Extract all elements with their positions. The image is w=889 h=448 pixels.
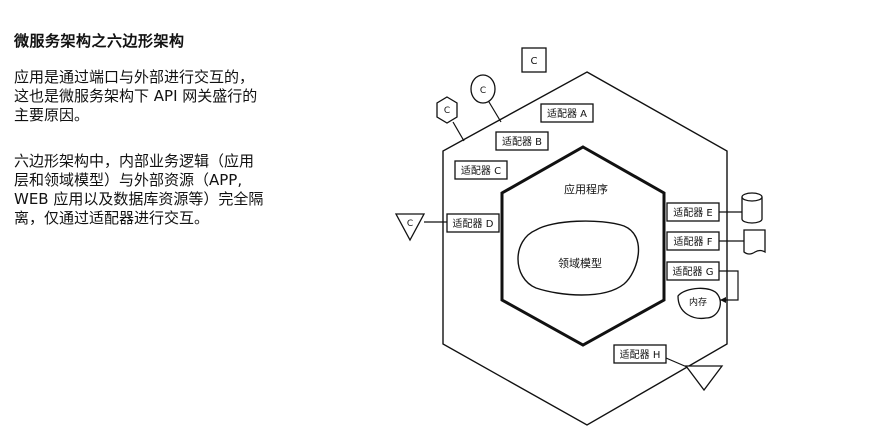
outer-hexagon <box>442 71 728 426</box>
svg-text:适配器 H: 适配器 H <box>620 349 661 361</box>
output-triangle <box>665 357 724 392</box>
detail-line-3: WEB 应用以及数据库资源等）完全隔 <box>14 190 264 208</box>
intro-line-2: 这也是微服务架构下 API 网关盛行的 <box>14 87 258 105</box>
domain-model-blob <box>517 220 640 296</box>
adapter-h: 适配器 H <box>613 344 667 364</box>
adapter-b: 适配器 B <box>495 131 549 151</box>
adapter-d: 适配器 D <box>446 213 500 233</box>
svg-text:适配器 C: 适配器 C <box>461 165 501 177</box>
svg-text:适配器 E: 适配器 E <box>673 207 713 219</box>
svg-text:C: C <box>407 219 413 229</box>
adapter-f: 适配器 F <box>666 231 720 251</box>
intro-paragraph: 应用是通过端口与外部进行交互的， 这也是微服务架构下 API 网关盛行的 主要原… <box>14 68 299 125</box>
adapter-c: 适配器 C <box>454 160 508 180</box>
svg-text:C: C <box>531 56 538 67</box>
detail-line-2: 层和领域模型）与外部资源（APP, <box>14 171 243 189</box>
adapter-a: 适配器 A <box>540 103 594 123</box>
intro-line-1: 应用是通过端口与外部进行交互的， <box>14 68 255 86</box>
svg-text:C: C <box>480 86 486 96</box>
memory-label: 内存 <box>689 296 707 308</box>
svg-text:C: C <box>444 106 450 116</box>
inner-hexagon <box>500 145 666 347</box>
intro-line-3: 主要原因。 <box>14 106 90 124</box>
svg-text:适配器 G: 适配器 G <box>673 266 714 278</box>
svg-text:适配器 A: 适配器 A <box>547 108 587 120</box>
memory-store: 内存 <box>677 270 739 320</box>
client-circle: C <box>470 74 502 123</box>
svg-text:适配器 B: 适配器 B <box>502 136 542 148</box>
domain-model-label: 领域模型 <box>558 256 602 270</box>
adapter-e: 适配器 E <box>666 202 720 222</box>
detail-line-1: 六边形架构中，内部业务逻辑（应用 <box>14 152 255 170</box>
page-title: 微服务架构之六边形架构 <box>14 32 185 50</box>
client-triangle: C <box>394 213 447 242</box>
svg-text:适配器 F: 适配器 F <box>674 236 713 248</box>
detail-paragraph: 六边形架构中，内部业务逻辑（应用 层和领域模型）与外部资源（APP, WEB 应… <box>14 152 299 228</box>
application-label: 应用程序 <box>564 182 608 196</box>
client-square: C <box>521 47 547 73</box>
detail-line-4: 离，仅通过适配器进行交互。 <box>14 209 210 227</box>
adapter-g: 适配器 G <box>666 261 720 281</box>
document-icon <box>719 229 766 255</box>
database-icon <box>719 192 763 224</box>
svg-text:适配器 D: 适配器 D <box>453 218 494 230</box>
client-hexagon: C <box>436 96 465 142</box>
